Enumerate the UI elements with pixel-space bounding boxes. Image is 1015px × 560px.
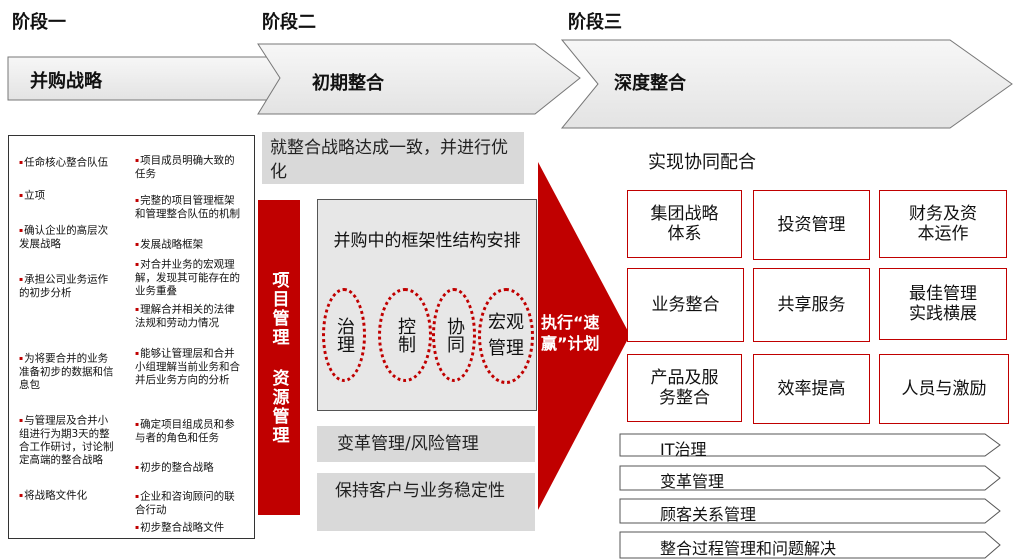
synergy-box: 共享服务 <box>753 268 870 342</box>
list-item: 为将要合并的业务准备初步的数据和信息包 <box>19 352 117 392</box>
quick-win-label: 执行“速赢”计划 <box>541 313 600 353</box>
change-risk-box: 变革管理/风险管理 <box>317 426 535 462</box>
stage1-arrow-label: 并购战略 <box>30 71 102 92</box>
synergy-box: 产品及服务整合 <box>627 354 742 422</box>
oval-control: 控制 <box>378 288 432 382</box>
list-item: 初步整合战略文件 <box>135 521 243 535</box>
oval-macro-management: 宏观管理 <box>478 288 534 384</box>
stage3-arrow-label: 深度整合 <box>614 73 686 94</box>
project-resource-management-bar: 项目管理 资源管理 <box>258 200 300 515</box>
list-item: 完整的项目管理框架和管理整合队伍的机制 <box>135 194 243 221</box>
agree-strategy-box: 就整合战略达成一致，并进行优化 <box>262 132 524 184</box>
oval-synergy: 协同 <box>432 288 476 382</box>
bar-arrow-3 <box>619 498 1001 524</box>
list-item: 项目成员明确大致的任务 <box>135 154 243 181</box>
stage1-task-panel: 任命核心整合队伍 立项 确认企业的高层次发展战略 承担公司业务运作的初步分析 为… <box>8 135 255 539</box>
list-item: 确认企业的高层次发展战略 <box>19 224 117 251</box>
bar-label-it-governance: IT治理 <box>660 440 707 459</box>
synergy-box: 人员与激励 <box>879 354 1009 424</box>
bar-label-change-management: 变革管理 <box>660 472 725 491</box>
list-item: 能够让管理层和合并小组理解当前业务和合并后业务方向的分析 <box>135 347 243 387</box>
stage1-label: 阶段一 <box>12 12 66 33</box>
bar-arrow-2 <box>619 465 1001 491</box>
bar-label-integration-process: 整合过程管理和问题解决 <box>660 539 837 558</box>
framework-box: 并购中的框架性结构安排 治理 控制 协同 宏观管理 <box>317 199 537 411</box>
synergy-box: 效率提高 <box>753 354 870 424</box>
list-item: 初步的整合战略 <box>135 461 243 475</box>
list-item: 任命核心整合队伍 <box>19 156 117 170</box>
synergy-title: 实现协同配合 <box>648 152 756 173</box>
synergy-box: 业务整合 <box>627 268 744 342</box>
stage3-arrow <box>560 39 1013 129</box>
customer-stability-box: 保持客户与业务稳定性 <box>317 473 535 531</box>
list-item: 立项 <box>19 189 117 203</box>
execute-triangle <box>538 162 630 510</box>
bar-label-crm: 顾客关系管理 <box>660 505 757 524</box>
synergy-box: 最佳管理实践横展 <box>879 268 1007 340</box>
list-item: 发展战略框架 <box>135 238 243 252</box>
stage2-arrow-label: 初期整合 <box>312 73 384 94</box>
list-item: 将战略文件化 <box>19 489 117 503</box>
list-item: 与管理层及合并小组进行为期3天的整合工作研讨，讨论制定高端的整合战略 <box>19 414 117 467</box>
bar-arrow-1 <box>619 433 1001 457</box>
list-item: 确定项目组成员和参与者的角色和任务 <box>135 418 243 445</box>
oval-governance: 治理 <box>322 288 366 382</box>
synergy-box: 财务及资本运作 <box>879 190 1007 258</box>
synergy-box: 投资管理 <box>753 190 870 260</box>
stage3-label: 阶段三 <box>568 12 622 33</box>
list-item: 对合并业务的宏观理解，发现其可能存在的业务重叠 <box>135 258 243 298</box>
framework-title: 并购中的框架性结构安排 <box>333 231 521 251</box>
list-item: 承担公司业务运作的初步分析 <box>19 273 117 300</box>
stage2-label: 阶段二 <box>262 12 316 33</box>
bar-arrow-4 <box>619 531 1001 559</box>
list-item: 企业和咨询顾问的联合行动 <box>135 490 243 517</box>
synergy-box: 集团战略体系 <box>627 190 742 258</box>
stage2-arrow <box>257 43 581 115</box>
list-item: 理解合并相关的法律法规和劳动力情况 <box>135 303 243 330</box>
